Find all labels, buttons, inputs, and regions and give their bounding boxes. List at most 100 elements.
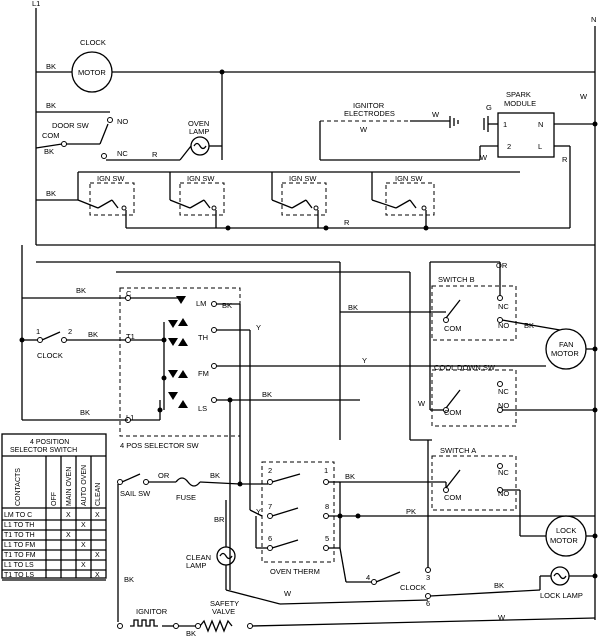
ign-sw-1: IGN SW: [77, 172, 135, 216]
fan-line1: FAN: [559, 340, 574, 349]
wire: [279, 599, 429, 605]
ign-elec-w1: W: [360, 125, 368, 134]
switch-b-label: SWITCH B: [438, 275, 475, 284]
cool-down-label: COOL DOWN SW: [434, 363, 496, 372]
selector-table: 4 POSITION SELECTOR SWITCH CONTACTS OFF MA…: [1, 433, 107, 581]
contact-arrow: [168, 392, 178, 400]
therm-t1: 1: [324, 466, 328, 475]
terminal: [211, 327, 217, 333]
terminal: [267, 545, 273, 551]
therm-pk: PK: [406, 507, 416, 516]
therm-t5: 5: [325, 534, 329, 543]
clock-switch-blade: [41, 331, 61, 341]
bottom-w2: W: [498, 613, 506, 622]
clock-bk: BK: [88, 330, 98, 339]
terminal: [371, 579, 377, 585]
clock-sw-label: CLOCK: [37, 351, 63, 360]
spark-n: N: [538, 120, 543, 129]
sel-y-th: Y: [256, 323, 261, 332]
n-label: N: [591, 15, 596, 24]
sail-blade: [121, 473, 141, 483]
sel-c: C: [126, 289, 132, 298]
contact-arrow: [178, 318, 188, 326]
junction: [237, 481, 243, 487]
table-row-label: L1 TO LS: [4, 562, 34, 569]
table-header: CLEAN: [95, 483, 102, 506]
wire: [225, 589, 281, 605]
spark-l: L: [538, 142, 542, 151]
junction: [592, 407, 598, 413]
junction: [355, 513, 361, 519]
ign-elec-line1: IGNITOR: [353, 101, 385, 110]
door-switch-blade: [99, 123, 109, 145]
contact-arrow: [178, 338, 188, 346]
lock-lamp-label: LOCK LAMP: [540, 591, 583, 600]
sail-label: SAIL SW: [120, 489, 151, 498]
sail-or: OR: [158, 471, 170, 480]
terminal: [211, 397, 217, 403]
spark-t2: 2: [507, 142, 511, 151]
ign-bk: BK: [46, 189, 56, 198]
table-row-label: T1 TO LS: [4, 572, 34, 579]
clean-lamp-line1: CLEAN: [186, 553, 211, 562]
switch-b-bk: BK: [348, 303, 358, 312]
sel-y-fm: Y: [362, 356, 367, 365]
w-right: W: [580, 92, 588, 101]
cool-nc: NC: [498, 387, 509, 396]
bottom-bk-left: BK: [124, 575, 134, 584]
sel-bk-ls: BK: [262, 390, 272, 399]
valve-line2: VALVE: [212, 607, 235, 616]
spark-t1: 1: [503, 120, 507, 129]
lamp-filament: [553, 572, 567, 580]
door-sw-label: DOOR SW: [52, 121, 90, 130]
switch-b-nc: NC: [498, 302, 509, 311]
sel-th: TH: [198, 333, 208, 342]
table-row-label: LM TO C: [4, 512, 32, 519]
door-r: R: [152, 150, 158, 159]
switch-b-no: NO: [498, 321, 509, 330]
bottom-bk: BK: [186, 629, 196, 638]
bottom-w: W: [284, 589, 292, 598]
junction: [161, 337, 167, 343]
table-title1: 4 POSITION: [30, 439, 69, 446]
terminal: [61, 141, 67, 147]
spark-line1: SPARK: [506, 90, 531, 99]
cool-com: COM: [444, 408, 462, 417]
junction: [161, 375, 167, 381]
terminal: [497, 463, 503, 469]
switch-a-no: NO: [498, 489, 509, 498]
terminal: [37, 337, 43, 343]
ign-r: R: [344, 218, 350, 227]
terminal: [267, 513, 273, 519]
table-row-label: T1 TO TH: [4, 532, 35, 539]
table-header: OFF: [51, 492, 58, 506]
switch-b-bk2: BK: [524, 321, 534, 330]
selector-box: [119, 287, 241, 437]
therm-t2: 2: [268, 466, 272, 475]
oven-lamp-line2: LAMP: [189, 127, 209, 136]
table-cell-mark: X: [95, 572, 100, 579]
clock2-blade: [375, 571, 401, 583]
terminal: [107, 117, 113, 123]
terminal: [195, 623, 201, 629]
table-header: CONTACTS: [15, 468, 22, 506]
wire: [179, 145, 192, 161]
junction: [592, 533, 598, 539]
wire: [501, 319, 561, 331]
terminal: [117, 623, 123, 629]
table-title2: SELECTOR SWITCH: [10, 447, 77, 454]
terminal: [497, 381, 503, 387]
switch-a-blade: [445, 469, 461, 489]
wire: [249, 509, 263, 517]
table-row-label: L1 TO TH: [4, 522, 34, 529]
terminal: [61, 337, 67, 343]
table-row-label: L1 TO FM: [4, 542, 35, 549]
terminal: [267, 479, 273, 485]
therm-t7: 7: [268, 502, 272, 511]
lamp-filament: [193, 142, 207, 150]
therm-y: Y: [256, 507, 261, 516]
contact-arrow: [178, 370, 188, 378]
oven-therm-box: [261, 461, 335, 563]
clock-t2: 2: [68, 327, 72, 336]
table-header: MAIN OVEN: [66, 467, 73, 506]
